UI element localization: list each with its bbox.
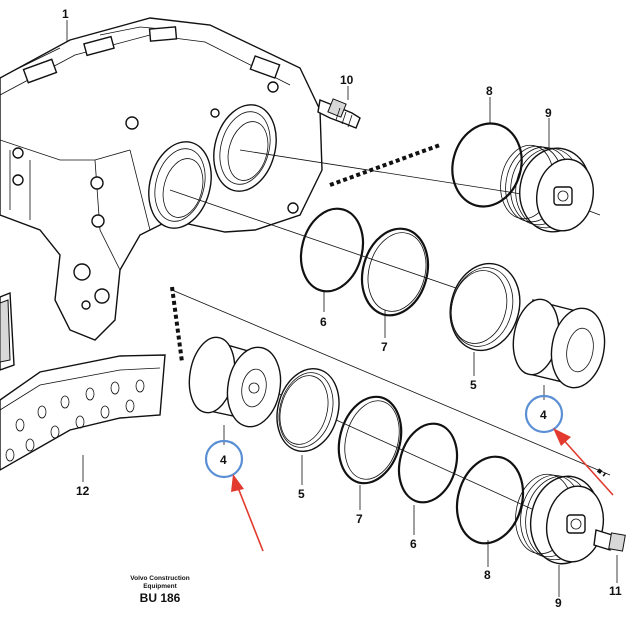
brake-pad (0, 354, 166, 471)
seal-5-upper (449, 262, 521, 352)
callout-8-upper: 8 (486, 84, 493, 98)
leader-lines (66, 20, 618, 597)
callout-9-upper: 9 (545, 106, 552, 120)
callout-11: 11 (609, 584, 622, 598)
highlight-circle-upper (524, 394, 564, 434)
callout-1: 1 (62, 7, 69, 21)
piston-cap-lower (515, 473, 605, 565)
piston-4-upper (512, 298, 606, 389)
caption-code: BU 186 (140, 591, 181, 605)
callout-7-lower: 7 (356, 512, 363, 526)
seal-5-lower (276, 367, 340, 453)
callout-4-lower: 4 (220, 453, 227, 467)
backup-ring-7-upper (360, 227, 430, 317)
callout-6-upper: 6 (320, 315, 327, 329)
callout-9-lower: 9 (555, 596, 562, 610)
drawing-caption: Volvo Construction Equipment BU 186 (130, 575, 189, 605)
dashed-guide-left (170, 286, 184, 363)
bleeder-screw (317, 98, 361, 129)
piston-4-lower (188, 336, 282, 428)
caption-maker-line2: Equipment (143, 583, 177, 590)
pad-retainer (0, 291, 15, 371)
callout-10: 10 (340, 73, 354, 87)
caption-maker-line1: Volvo Construction (130, 575, 189, 582)
highlight-annotations (204, 394, 614, 552)
callout-labels: 1 10 8 9 6 7 5 4 4 12 5 7 6 8 9 11 (62, 7, 622, 610)
callout-5-lower: 5 (298, 487, 305, 501)
dashed-guide-top (329, 143, 441, 187)
backup-ring-7-lower (337, 395, 403, 485)
callout-6-lower: 6 (410, 537, 417, 551)
callout-5-upper: 5 (470, 378, 477, 392)
highlight-arrow-lower (236, 484, 264, 552)
o-ring-upper (451, 122, 523, 208)
o-ring-8-lower (455, 455, 525, 545)
piston-cap-upper (500, 144, 594, 233)
callout-8-lower: 8 (484, 568, 491, 582)
plug-11 (593, 529, 626, 552)
caliper-housing (0, 17, 323, 341)
callout-12: 12 (76, 484, 90, 498)
callout-4-upper: 4 (540, 408, 547, 422)
o-ring-6-lower (397, 422, 459, 504)
highlight-arrow-upper (559, 435, 614, 496)
highlight-circle-lower (204, 439, 244, 479)
callout-7-upper: 7 (381, 340, 388, 354)
o-ring-6-upper (299, 207, 365, 293)
